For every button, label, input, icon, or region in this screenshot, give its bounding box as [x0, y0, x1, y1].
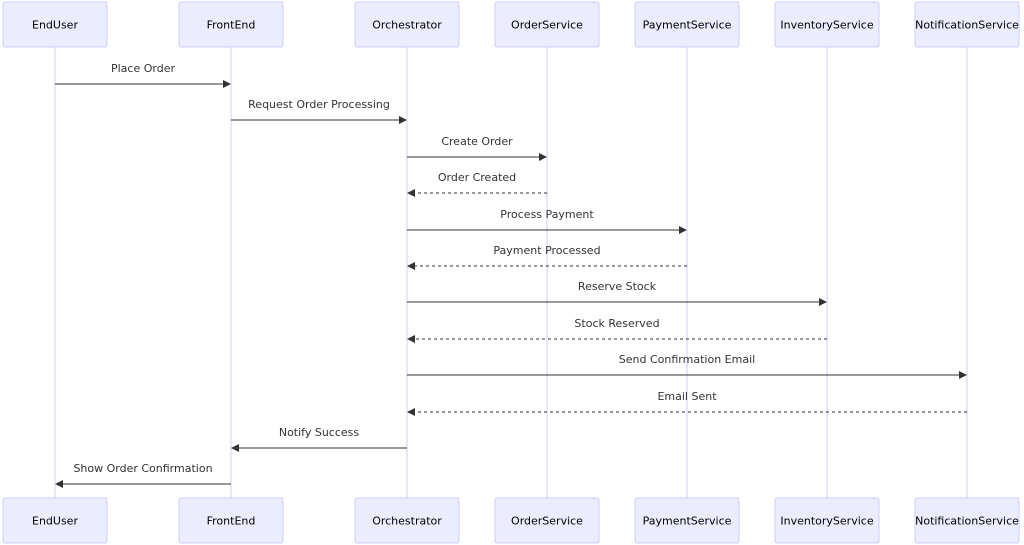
- actor-box: [634, 497, 740, 544]
- actor-top-enduser: EndUser: [2, 1, 108, 48]
- actor-box: [354, 1, 460, 48]
- actor-box: [914, 497, 1020, 544]
- message-10: Email Sent: [407, 390, 967, 416]
- actor-box: [774, 497, 880, 544]
- actor-bottom-frontend: FrontEnd: [178, 497, 284, 544]
- actors-bottom: EndUser FrontEnd Orchestrator OrderService P…: [2, 497, 1020, 544]
- message-label: Reserve Stock: [578, 280, 657, 293]
- lifelines: [54, 47, 968, 498]
- actor-box: [2, 1, 108, 48]
- actor-box: [494, 497, 600, 544]
- message-label: Notify Success: [279, 426, 360, 439]
- message-8: Stock Reserved: [407, 317, 827, 343]
- message-label: Process Payment: [500, 208, 594, 221]
- actor-label: NotificationService: [915, 515, 1019, 528]
- actor-label: OrderService: [511, 19, 583, 32]
- message-9: Send Confirmation Email: [407, 353, 967, 379]
- message-11: Notify Success: [231, 426, 407, 452]
- actor-bottom-enduser: EndUser: [2, 497, 108, 544]
- actor-top-orderservice: OrderService: [494, 1, 600, 48]
- message-5: Process Payment: [407, 208, 687, 234]
- message-12: Show Order Confirmation: [55, 462, 231, 488]
- message-label: Email Sent: [657, 390, 717, 403]
- message-label: Send Confirmation Email: [619, 353, 755, 366]
- actor-label: InventoryService: [780, 515, 873, 528]
- actors-top: EndUser FrontEnd Orchestrator OrderService P…: [2, 1, 1020, 48]
- actor-box: [178, 1, 284, 48]
- actor-label: EndUser: [32, 515, 78, 528]
- actor-label: Orchestrator: [372, 19, 442, 32]
- actor-label: NotificationService: [915, 19, 1019, 32]
- actor-bottom-orchestrator: Orchestrator: [354, 497, 460, 544]
- message-label: Place Order: [111, 62, 175, 75]
- actor-box: [774, 1, 880, 48]
- message-label: Request Order Processing: [248, 98, 390, 111]
- actor-bottom-paymentservice: PaymentService: [634, 497, 740, 544]
- actor-label: PaymentService: [643, 19, 732, 32]
- actor-bottom-notificationservice: NotificationService: [914, 497, 1020, 544]
- actor-top-paymentservice: PaymentService: [634, 1, 740, 48]
- actor-label: Orchestrator: [372, 515, 442, 528]
- actor-top-notificationservice: NotificationService: [914, 1, 1020, 48]
- message-6: Payment Processed: [407, 244, 687, 270]
- actor-label: EndUser: [32, 19, 78, 32]
- actor-label: FrontEnd: [207, 515, 256, 528]
- message-label: Order Created: [438, 171, 516, 184]
- actor-bottom-orderservice: OrderService: [494, 497, 600, 544]
- actor-label: FrontEnd: [207, 19, 256, 32]
- actor-label: InventoryService: [780, 19, 873, 32]
- message-4: Order Created: [407, 171, 547, 197]
- actor-label: OrderService: [511, 515, 583, 528]
- actor-box: [354, 497, 460, 544]
- actor-box: [914, 1, 1020, 48]
- actor-top-frontend: FrontEnd: [178, 1, 284, 48]
- actor-label: PaymentService: [643, 515, 732, 528]
- message-1: Place Order: [55, 62, 231, 88]
- actor-box: [634, 1, 740, 48]
- message-3: Create Order: [407, 135, 547, 161]
- actor-box: [178, 497, 284, 544]
- message-label: Stock Reserved: [574, 317, 659, 330]
- actor-bottom-inventoryservice: InventoryService: [774, 497, 880, 544]
- message-label: Create Order: [441, 135, 513, 148]
- message-label: Show Order Confirmation: [73, 462, 212, 475]
- actor-top-orchestrator: Orchestrator: [354, 1, 460, 48]
- message-7: Reserve Stock: [407, 280, 827, 306]
- actor-box: [494, 1, 600, 48]
- actor-box: [2, 497, 108, 544]
- message-label: Payment Processed: [493, 244, 600, 257]
- message-2: Request Order Processing: [231, 98, 407, 124]
- actor-top-inventoryservice: InventoryService: [774, 1, 880, 48]
